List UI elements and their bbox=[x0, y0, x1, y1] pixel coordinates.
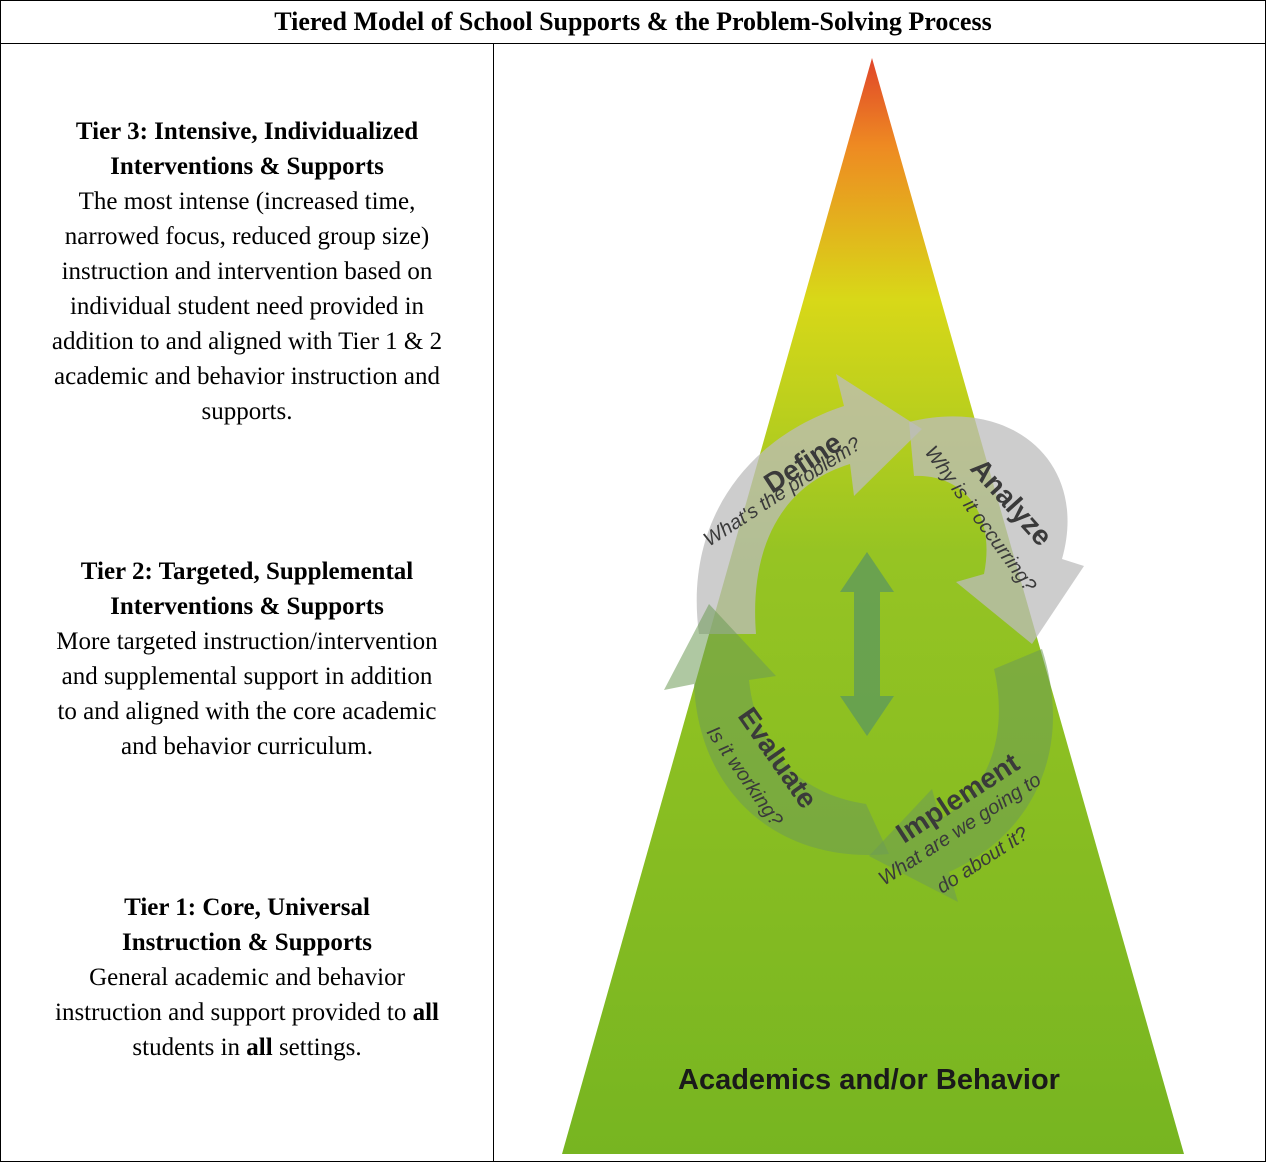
tier-1-body-line: students in all settings. bbox=[1, 1030, 493, 1065]
tier-1-body-line: General academic and behavior bbox=[89, 964, 405, 991]
pyramid-svg: Define What's the problem? Analyze Why i… bbox=[562, 58, 1184, 1154]
tier-3-block: Tier 3: Intensive, Individualized Interv… bbox=[1, 114, 493, 429]
tier-2-heading-line1: Tier 2: Targeted, Supplemental bbox=[80, 558, 414, 585]
tier-3-body-line: academic and behavior instruction and bbox=[54, 363, 440, 390]
tier-1-body-text: students in bbox=[132, 1034, 247, 1061]
implement-arrow bbox=[869, 649, 1053, 902]
tier-1-body-text: instruction and support provided to bbox=[55, 999, 413, 1026]
tier-2-block: Tier 2: Targeted, Supplemental Intervent… bbox=[1, 554, 493, 764]
tier-1-emphasis: all bbox=[246, 1034, 273, 1061]
center-double-arrow bbox=[840, 552, 894, 736]
tier-1-body-line: instruction and support provided to all bbox=[1, 995, 493, 1030]
tier-3-heading-line2: Interventions & Supports bbox=[110, 153, 384, 180]
tier-2-body-line: and behavior curriculum. bbox=[121, 733, 373, 760]
analyze-arrow bbox=[909, 416, 1084, 644]
tier-3-body-line: The most intense (increased time, bbox=[78, 188, 416, 215]
tier-3-body-line: addition to and aligned with Tier 1 & 2 bbox=[51, 328, 443, 355]
tier-2-heading-line2: Interventions & Supports bbox=[110, 593, 384, 620]
tier-2-body-line: More targeted instruction/intervention bbox=[56, 628, 438, 655]
page-title: Tiered Model of School Supports & the Pr… bbox=[1, 1, 1265, 44]
tier-descriptions: Tier 3: Intensive, Individualized Interv… bbox=[1, 44, 493, 1161]
define-arrow bbox=[696, 374, 922, 634]
tier-1-heading-line2: Instruction & Supports bbox=[121, 929, 373, 956]
tier-1-block: Tier 1: Core, Universal Instruction & Su… bbox=[1, 890, 493, 1065]
tier-3-body-line: narrowed focus, reduced group size) bbox=[64, 223, 430, 250]
column-divider bbox=[493, 44, 494, 1161]
tier-1-emphasis: all bbox=[412, 999, 439, 1026]
tier-3-body-line: supports. bbox=[201, 398, 293, 425]
base-label: Academics and/or Behavior bbox=[678, 1064, 1060, 1096]
evaluate-arrow bbox=[664, 604, 889, 855]
tier-2-body-line: and supplemental support in addition bbox=[61, 663, 433, 690]
pyramid-diagram: Define What's the problem? Analyze Why i… bbox=[494, 44, 1265, 1161]
tier-3-heading-line1: Tier 3: Intensive, Individualized bbox=[75, 118, 419, 145]
tier-1-heading-line1: Tier 1: Core, Universal bbox=[124, 894, 370, 921]
tier-3-body-line: instruction and intervention based on bbox=[61, 258, 433, 285]
tier-2-body-line: to and aligned with the core academic bbox=[57, 698, 437, 725]
tier-1-body-text: settings. bbox=[272, 1034, 362, 1061]
tier-3-body-line: individual student need provided in bbox=[69, 293, 425, 320]
